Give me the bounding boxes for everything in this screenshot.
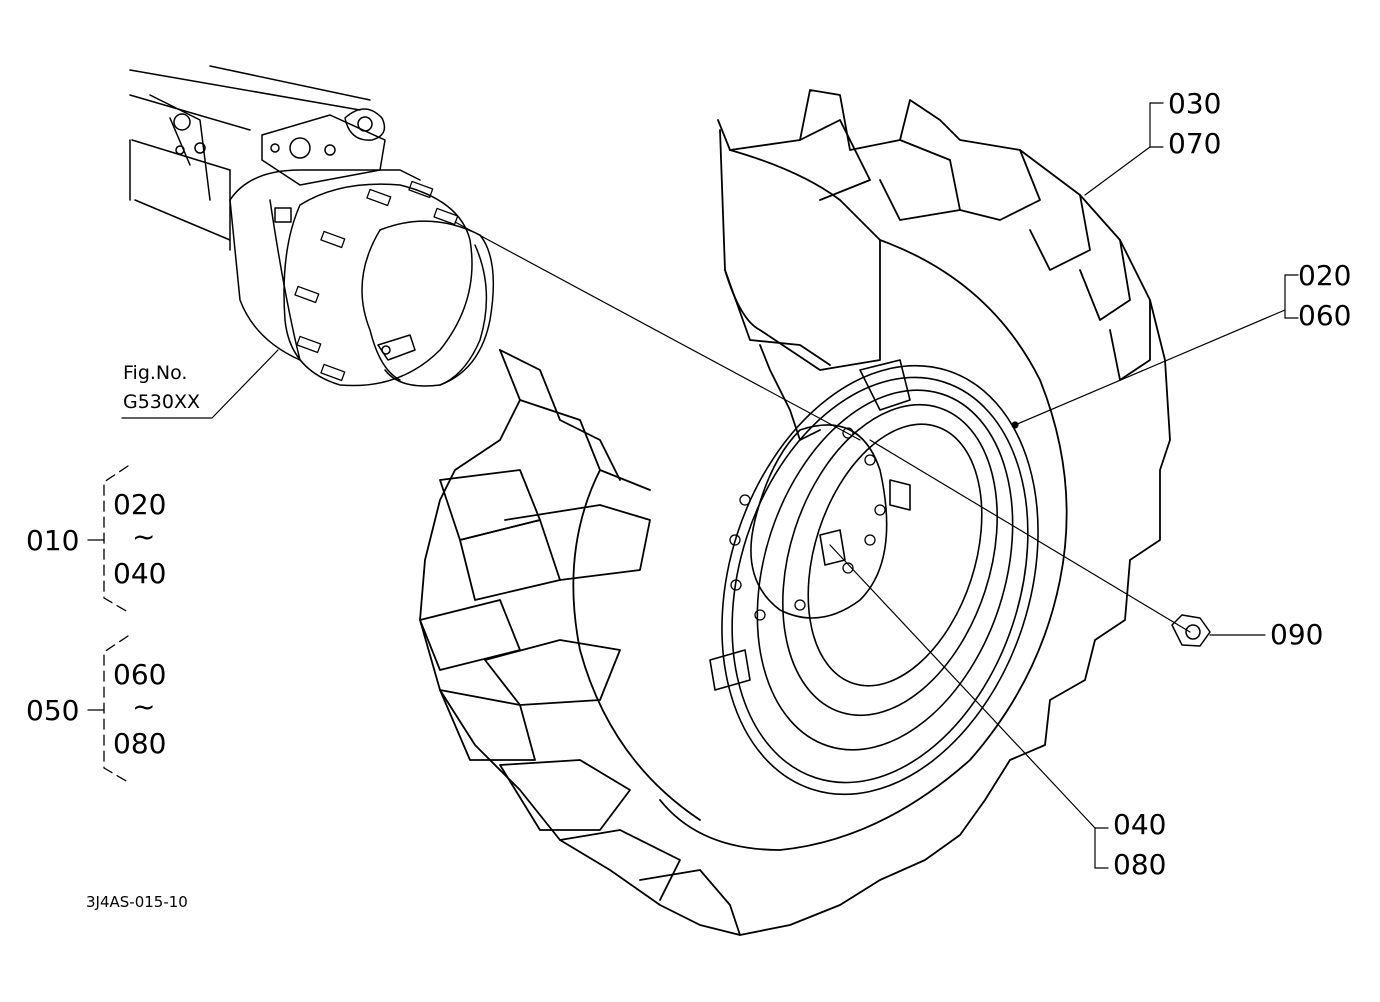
callout-060: 060 xyxy=(1298,299,1352,332)
leader-lines xyxy=(121,102,1299,869)
assembly-to: 040 xyxy=(113,557,167,590)
wheel-nut xyxy=(1171,614,1211,647)
assembly-from: 060 xyxy=(113,658,167,691)
assembly-from: 020 xyxy=(113,488,167,521)
assembly-range-mark: ~ xyxy=(132,690,156,723)
figure-ref-number: G530XX xyxy=(123,391,201,413)
wheel-rim xyxy=(709,359,1039,796)
axle-hub-assembly xyxy=(129,65,495,387)
assembly-range-mark: ~ xyxy=(132,520,156,553)
diagram-code: 3J4AS-015-10 xyxy=(86,893,188,911)
callout-070: 070 xyxy=(1168,127,1222,160)
assembly-braces xyxy=(87,465,129,783)
assembly-id: 010 xyxy=(26,524,80,557)
assembly-to: 080 xyxy=(113,727,167,760)
callout-040: 040 xyxy=(1113,808,1167,841)
assembly-id: 050 xyxy=(26,694,80,727)
tire xyxy=(419,89,1171,936)
callout-080: 080 xyxy=(1113,848,1167,881)
callout-090: 090 xyxy=(1270,618,1324,651)
figure-ref-label: Fig.No. xyxy=(123,362,188,384)
callout-020: 020 xyxy=(1298,259,1352,292)
callout-030: 030 xyxy=(1168,87,1222,120)
